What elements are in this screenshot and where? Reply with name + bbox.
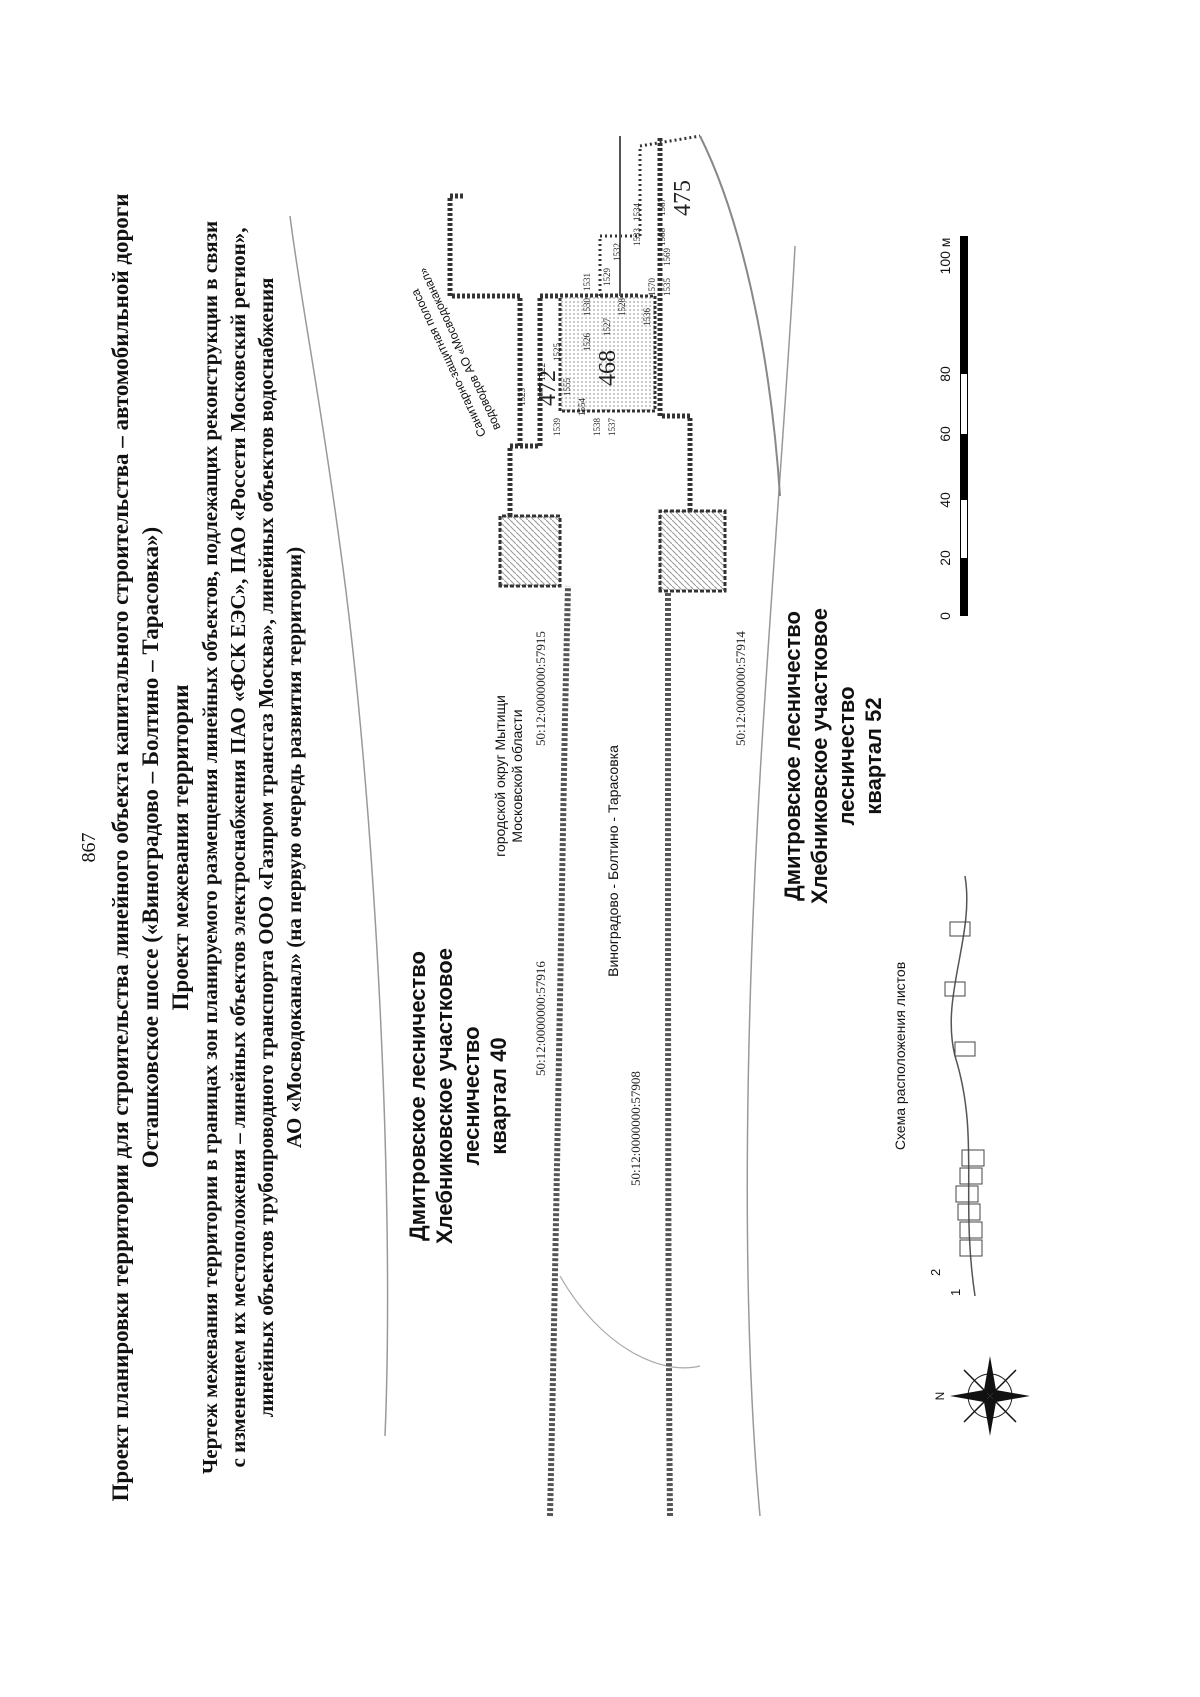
zone-57914 — [658, 509, 727, 593]
point-label: 1570 — [647, 278, 657, 297]
scale-label: 100 м — [937, 238, 953, 275]
forest-south-line-1: Дмитровское лесничество — [780, 611, 805, 901]
cadastral-57916: 50:12:0000000:57916 — [533, 961, 548, 1076]
point-label: 1522 — [537, 363, 547, 381]
zone-connector-north — [507, 293, 640, 516]
parcel-468: 468 — [595, 350, 621, 386]
inset-title: Схема расположения листов — [892, 962, 908, 1150]
north-arrow-icon: N — [933, 1356, 1030, 1436]
point-labels: 1523 1522 1525 1526 1530 1531 1533 1534 … — [517, 198, 672, 437]
scale-bar: 0 20 40 60 80 100 м — [937, 236, 968, 620]
cadastral-57908: 50:12:0000000:57908 — [628, 1071, 643, 1186]
inset-scheme: Схема расположения листов 1 2 — [892, 875, 985, 1297]
forest-south-label: Дмитровское лесничество Хлебниковское уч… — [780, 608, 886, 904]
parcel-472: 472 — [535, 370, 561, 406]
scale-label: 0 — [937, 612, 953, 620]
scale-label: 80 — [937, 366, 953, 382]
sanitary-label: Санитарно-защитная полоса водоводов АО «… — [408, 265, 504, 439]
scale-label: 40 — [937, 492, 953, 508]
forest-north-line-4: квартал 40 — [486, 1037, 511, 1154]
point-label: 1555 — [562, 378, 572, 397]
forest-boundary-south — [746, 245, 796, 1517]
point-label: 1527 — [602, 318, 612, 337]
point-label: 1526 — [582, 333, 592, 352]
forest-boundary-north — [289, 215, 389, 1437]
point-label: 1525 — [552, 343, 562, 362]
point-label: 1538 — [592, 418, 602, 437]
point-label: 1535 — [662, 278, 672, 297]
point-label: 1532 — [612, 243, 622, 261]
point-label: 1528 — [617, 298, 627, 317]
scale-label: 60 — [937, 426, 953, 442]
parcel-475-outline — [598, 134, 701, 296]
forest-north-line-1: Дмитровское лесничество — [405, 951, 430, 1241]
point-label: 1529 — [602, 268, 612, 287]
point-label: 1536 — [642, 308, 652, 327]
point-label: 1530 — [582, 298, 592, 317]
point-label: 1567 — [657, 198, 667, 217]
parcel-475: 475 — [670, 180, 696, 216]
forest-north-label: Дмитровское лесничество Хлебниковское уч… — [405, 948, 511, 1244]
forest-boundary-edge — [559, 1275, 701, 1369]
forest-south-line-2: Хлебниковское участковое — [807, 608, 832, 904]
cadastral-57914: 50:12:0000000:57914 — [733, 631, 748, 746]
point-label: 1539 — [552, 418, 562, 437]
north-label: N — [933, 1392, 947, 1401]
district-line-1: городской округ Мытищи — [492, 695, 508, 857]
point-label: 1531 — [582, 273, 592, 291]
point-label: 1523 — [517, 388, 527, 407]
zone-57915 — [498, 514, 562, 588]
sanitary-line — [699, 135, 781, 497]
forest-south-line-4: квартал 52 — [861, 697, 886, 814]
zone-connector-top — [447, 193, 523, 449]
sanitary-line-2: водоводов АО «Мосводоканал» — [416, 265, 504, 432]
point-label: 1534 — [632, 203, 642, 222]
road-label: Виноградово - Болтино - Тарасовка — [605, 745, 621, 977]
point-label: 1554 — [577, 398, 587, 417]
scale-label: 20 — [937, 550, 953, 566]
district-line-2: Московской области — [509, 709, 525, 842]
zone-connector-south — [657, 136, 693, 511]
district-label: городской округ Мытищи Московской област… — [492, 695, 525, 857]
forest-north-line-3: лесничество — [459, 1026, 484, 1165]
parcel-468-area — [558, 294, 657, 413]
forest-north-line-2: Хлебниковское участковое — [432, 948, 457, 1244]
inset-number-1: 1 — [948, 1289, 963, 1296]
point-label: 1568 — [657, 228, 667, 247]
point-label: 1537 — [607, 418, 617, 437]
cadastral-57915: 50:12:0000000:57915 — [533, 631, 548, 746]
inset-number-2: 2 — [928, 1269, 943, 1276]
point-label: 1533 — [632, 228, 642, 247]
point-label: 1569 — [662, 248, 672, 267]
forest-south-line-3: лесничество — [834, 686, 859, 825]
road-edge-north — [547, 585, 571, 1517]
road-edge-south — [665, 586, 673, 1517]
